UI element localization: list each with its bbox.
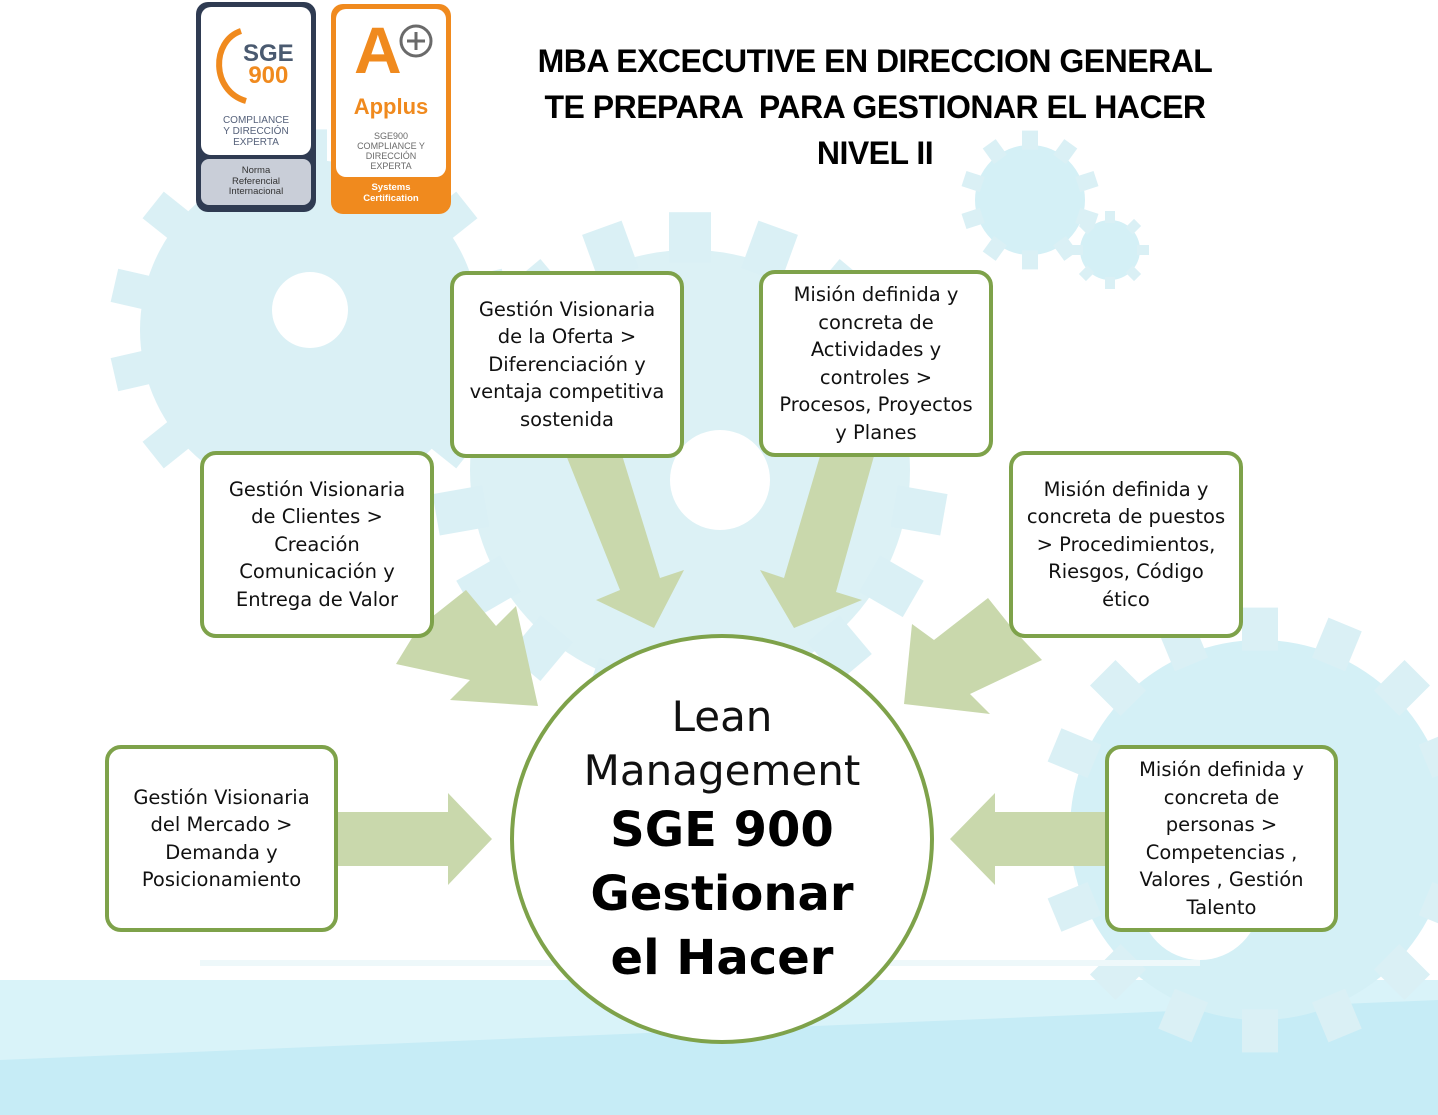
applus-brand: Applus [353,94,429,119]
center-lean-management: Lean Management [583,692,861,795]
plus-icon [399,24,433,58]
gear-tooth-icon [1022,250,1038,270]
arrow-personas-icon [950,793,1105,885]
gear-tooth-icon [1090,660,1147,717]
arrow-actividades-icon [760,456,874,628]
title-line-3: NIVEL II [816,135,934,171]
gear-tooth-icon [110,348,158,392]
gear-tooth-icon [890,485,948,536]
gear-tooth-icon [669,212,711,263]
gear-tooth-icon [1418,881,1438,932]
gear-tooth-icon [961,170,985,193]
sge-swoosh-icon [216,28,248,104]
center-circle: Lean Management SGE 900 Gestionar el Hac… [510,634,934,1044]
gear-tooth-icon [741,220,798,283]
gear-tooth-icon [982,235,1007,261]
title-line-1: MBA EXCECUTIVE EN DIRECCION GENERAL [537,43,1213,79]
gear-tooth-icon [1242,1009,1278,1053]
gear-tooth-icon [1105,277,1115,289]
gear-tooth-icon [1373,660,1430,717]
gear-tooth-icon [1373,943,1430,1000]
gear-tooth-icon [142,191,196,244]
gear-tooth-icon [432,485,490,536]
box-mision-puestos: Misión definida y concreta de puestos > … [1009,451,1243,638]
gear-tooth-icon [1158,988,1209,1043]
gear-tooth-icon [1075,207,1099,230]
gear-tooth-icon [961,207,985,230]
applus-systems-label: Systems Certification [363,182,419,204]
sge-norm-label: Norma Referencial Internacional [228,165,284,198]
box-mision-actividades: Misión definida y concreta de Actividade… [759,270,993,457]
page-title: MBA EXCECUTIVE EN DIRECCION GENERAL TE P… [520,38,1230,176]
box-mision-personas: Misión definida y concreta de personas >… [1105,745,1338,932]
box-gestion-mercado: Gestión Visionaria del Mercado > Demanda… [105,745,338,932]
gear-tooth-icon [142,416,196,469]
sge900-logo: SGE 900 COMPLIANCE Y DIRECCIÓN EXPERTA N… [196,2,316,212]
gear-tooth-icon [1090,943,1147,1000]
sge-number: 900 [248,62,289,89]
gear-tooth-icon [1075,170,1099,193]
gear-tooth-icon [424,191,478,244]
gear-tooth-icon [1022,130,1038,150]
gear-tooth-icon [1242,607,1278,651]
gear-tooth-icon [1418,728,1438,779]
applus-caption: SGE900 COMPLIANCE Y DIRECCIÓN EXPERTA [357,131,425,171]
box-gestion-oferta: Gestión Visionaria de la Oferta > Difere… [450,271,684,458]
gear-hole-icon [272,272,348,348]
title-line-2: TE PREPARA PARA GESTIONAR EL HACER [544,89,1206,125]
gear-tooth-icon [1078,218,1095,235]
gear-tooth-icon [1053,139,1078,165]
gear-tooth-icon [1071,245,1083,255]
gear-tooth-icon [807,615,872,681]
applus-grade: A [354,13,402,87]
applus-logo: A Applus SGE900 COMPLIANCE Y DIRECCIÓN E… [331,4,451,214]
gear-tooth-icon [1047,728,1102,779]
arrow-oferta-icon [566,455,684,628]
center-sge900-gestionar: SGE 900 Gestionar el Hacer [590,802,854,986]
gear-hole-icon [670,430,770,530]
gear-tooth-icon [1125,265,1142,282]
gear-tooth-icon [1105,211,1115,223]
gear-tooth-icon [582,220,639,283]
arrow-puestos-icon [904,598,1042,714]
sge-caption: COMPLIANCE Y DIRECCIÓN EXPERTA [222,115,290,148]
gear-tooth-icon [859,555,924,618]
gear-tooth-icon [110,268,158,312]
gear-tooth-icon [1311,988,1362,1043]
gear-tooth-icon [1125,218,1142,235]
gear-tooth-icon [1078,265,1095,282]
sge-mark: SGE [243,40,294,67]
gear-tooth-icon [1047,881,1102,932]
gear-tooth-icon [1311,617,1362,672]
box-gestion-clientes: Gestión Visionaria de Clientes > Creació… [200,451,434,638]
arrow-mercado-icon [338,793,492,885]
gear-tooth-icon [1137,245,1149,255]
gear-tooth-icon [982,139,1007,165]
